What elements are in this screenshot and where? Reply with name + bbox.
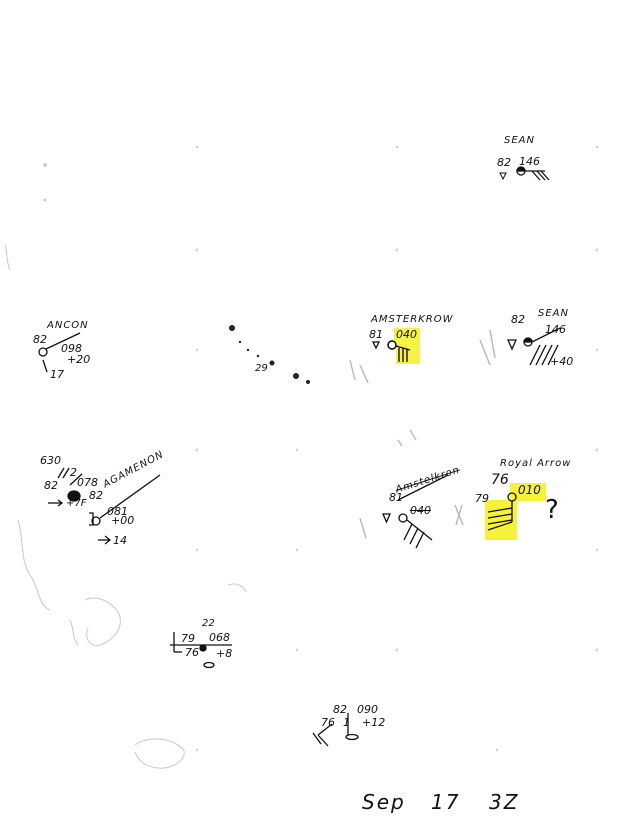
station-sean-top-triangle [499, 172, 507, 181]
royal-arrow-temp: 76 [491, 472, 509, 488]
amstelkron-bot-temp: 81 [389, 491, 403, 504]
track-dots [229, 325, 310, 384]
station-amsterkron-top-barbs [387, 340, 411, 362]
station-sean-top-symbol [516, 166, 550, 181]
amsterkron-top-pressure: 040 [396, 328, 417, 341]
footer-date: Sep [362, 790, 406, 814]
royal-arrow-dewpoint: 79 [475, 492, 489, 505]
sean-mid-temp: 82 [511, 313, 525, 326]
ancon-name: ANCON [47, 320, 89, 331]
bottom-tendency: +12 [362, 716, 386, 729]
lower-wind-marker: 22 [202, 618, 215, 629]
faint-coastline-features [4, 244, 247, 769]
footer-day: 17 [431, 790, 461, 814]
agamenon-pressure: 078 [77, 476, 98, 489]
agamenon-pressure2: 081 [107, 505, 128, 518]
bottom-pressure: 090 [357, 703, 378, 716]
agamenon-temp: 82 [44, 479, 58, 492]
station-ancon-symbol [38, 332, 81, 373]
station-agamenon-symbols [48, 467, 161, 545]
royal-arrow-question: ? [545, 495, 559, 525]
royal-arrow-name: Royal Arrow [500, 458, 572, 469]
lower-pressure: 068 [209, 631, 230, 644]
sean-top-pressure: 146 [519, 155, 540, 168]
station-lower-symbol [170, 632, 232, 669]
sean-top-temp: 82 [497, 156, 511, 169]
ancon-pressure: 098 [61, 342, 82, 355]
sean-mid-pressure: 146 [545, 323, 566, 336]
bottom-dewpoint: 76 [321, 716, 335, 729]
bottom-temp: 82 [333, 703, 347, 716]
amstelkron-bot-pressure: 040 [410, 504, 431, 517]
station-sean-mid-symbol [506, 327, 561, 366]
agamenon-tendency: +00 [111, 514, 135, 527]
lower-dewpoint: 76 [185, 646, 199, 659]
sean-mid-tendency: +40 [550, 355, 574, 368]
agamenon-extra-b: +7F [66, 498, 87, 509]
ancon-temp: 82 [33, 333, 47, 346]
footer-time: 3Z [489, 790, 520, 814]
station-royal-arrow-symbol [487, 492, 517, 531]
agamenon-visibility: 14 [113, 534, 127, 547]
agamenon-wind-marker: 2 [70, 466, 77, 479]
station-amstelkron-bot-symbol [382, 474, 449, 549]
bottom-visibility: 1 [343, 716, 350, 729]
ancon-tendency: +20 [67, 353, 91, 366]
agamenon-prefix: 630 [40, 454, 61, 467]
sean-top-name: SEAN [504, 135, 535, 146]
ancon-extra: 17 [50, 368, 64, 381]
royal-arrow-pressure: 010 [518, 483, 541, 497]
station-bottom-symbol [312, 713, 359, 747]
faint-dots [43, 145, 599, 752]
label-29: 29 [255, 363, 268, 374]
amsterkron-top-name: AMSTERKROW [371, 314, 454, 325]
lower-tendency: +8 [216, 647, 233, 660]
faint-smudges [349, 329, 496, 539]
agamenon-extra-a: 82 [89, 489, 103, 502]
lower-temp: 79 [181, 632, 195, 645]
amsterkron-top-temp: 81 [369, 328, 383, 341]
sean-mid-name: SEAN [538, 308, 569, 319]
